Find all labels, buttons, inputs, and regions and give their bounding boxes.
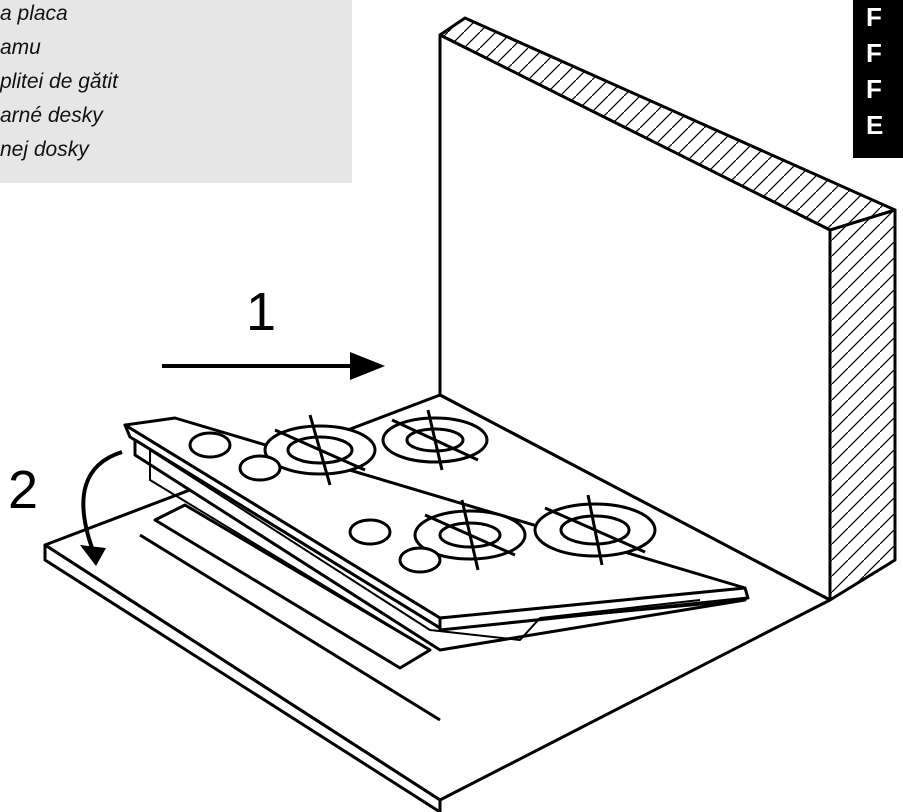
step-1-label: 1: [246, 282, 276, 342]
language-box: F F F E: [853, 0, 903, 158]
caption-line: arné desky: [0, 104, 103, 127]
caption-line: nej dosky: [0, 138, 89, 161]
step-2-label: 2: [8, 460, 38, 520]
burner: [381, 409, 489, 471]
wall: [438, 16, 897, 602]
burner: [413, 499, 527, 571]
caption-line: a placa: [0, 2, 68, 25]
burner: [533, 494, 657, 566]
caption-box: a placa amu plitei de gătit arné desky n…: [0, 0, 352, 183]
language-code: F: [866, 2, 882, 32]
caption-line: plitei de gătit: [0, 70, 118, 93]
caption-line: amu: [0, 36, 41, 59]
control-knobs: [188, 431, 442, 574]
burner: [263, 414, 377, 486]
language-code: F: [866, 38, 882, 68]
curved-arrow-icon: [80, 450, 123, 566]
arrow-right-icon: [162, 352, 385, 380]
language-code: E: [866, 110, 884, 140]
language-code: F: [866, 74, 882, 104]
